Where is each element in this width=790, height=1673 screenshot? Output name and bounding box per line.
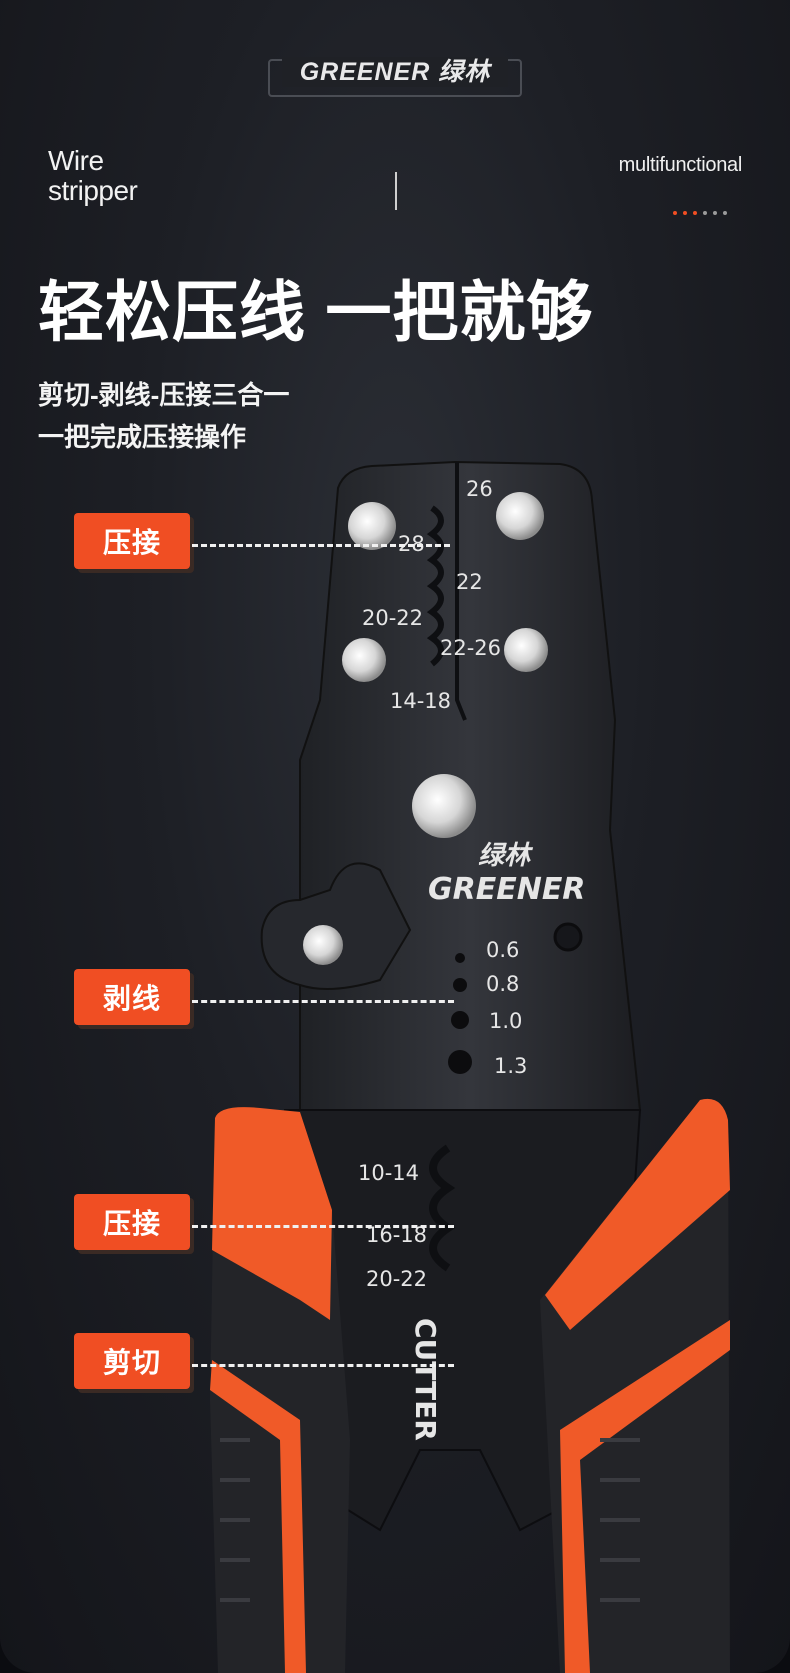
dot-3	[693, 211, 697, 215]
tool-brand-cn: 绿林	[478, 841, 534, 871]
strip-hole-3	[451, 1011, 469, 1029]
rivet-1	[348, 502, 396, 550]
strip-size-1.0: 1.0	[489, 1009, 522, 1033]
callout-strip: 剥线	[74, 969, 190, 1025]
strip-size-0.8: 0.8	[486, 972, 519, 996]
crimp-size-10-14: 10-14	[358, 1161, 419, 1185]
subtitle-line2: 一把完成压接操作	[38, 422, 247, 452]
lower-crimp-notches	[429, 1144, 456, 1272]
leader-strip	[192, 1000, 454, 1003]
strip-hole-1	[455, 953, 465, 963]
leader-crimp-bottom	[192, 1225, 454, 1228]
callout-crimp-bottom: 压接	[74, 1194, 190, 1250]
tool-brand-en: GREENER	[428, 872, 585, 907]
dot-2	[683, 211, 687, 215]
callout-cut: 剪切	[74, 1333, 190, 1389]
dot-1	[673, 211, 677, 215]
grip-ridges	[220, 1438, 640, 1602]
leader-cut	[192, 1364, 454, 1367]
dot-5	[713, 211, 717, 215]
header-left-line1: Wire	[48, 145, 104, 176]
dot-6	[723, 211, 727, 215]
pivot-rivet	[412, 774, 476, 838]
cutter-label: CUTTER	[409, 1318, 442, 1441]
side-lever	[260, 862, 412, 990]
crimp-size-22-26: 22-26	[440, 636, 501, 660]
rivet-4	[504, 628, 548, 672]
strip-hole-4	[448, 1050, 472, 1074]
page-headline: 轻松压线 一把就够	[38, 275, 594, 349]
progress-dots	[673, 211, 727, 215]
rivet-2	[496, 492, 544, 540]
crimp-size-22: 22	[456, 570, 483, 594]
header-left-line2: stripper	[48, 175, 138, 206]
crimp-size-14-18: 14-18	[390, 689, 451, 713]
left-handle-orange-top	[212, 1107, 332, 1320]
header-divider	[395, 172, 397, 210]
strip-size-0.6: 0.6	[486, 938, 519, 962]
right-handle-orange-top	[545, 1098, 730, 1330]
small-hole	[553, 922, 583, 952]
upper-jaw	[299, 460, 642, 1111]
crimp-size-20-22-lower: 20-22	[366, 1267, 427, 1291]
strip-size-1.3: 1.3	[494, 1054, 527, 1078]
header-right-label: multifunctional	[618, 154, 743, 176]
leader-crimp-top	[192, 544, 450, 547]
callout-crimp-top: 压接	[74, 513, 190, 569]
left-handle-orange-stripe	[210, 1360, 306, 1673]
jaw-split	[455, 462, 467, 721]
right-handle-orange-stripe	[560, 1320, 730, 1673]
header-left-title: Wire stripper	[48, 145, 138, 206]
crimp-size-26: 26	[466, 477, 493, 501]
strip-hole-2	[453, 978, 467, 992]
lever-rivet	[303, 925, 343, 965]
rivet-3	[342, 638, 386, 682]
subtitle-line1: 剪切-剥线-压接三合一	[38, 380, 290, 410]
upper-crimp-notches	[426, 505, 444, 667]
brand-logo: GREENER 绿林	[282, 57, 508, 87]
crimp-size-20-22: 20-22	[362, 606, 423, 630]
dot-4	[703, 211, 707, 215]
